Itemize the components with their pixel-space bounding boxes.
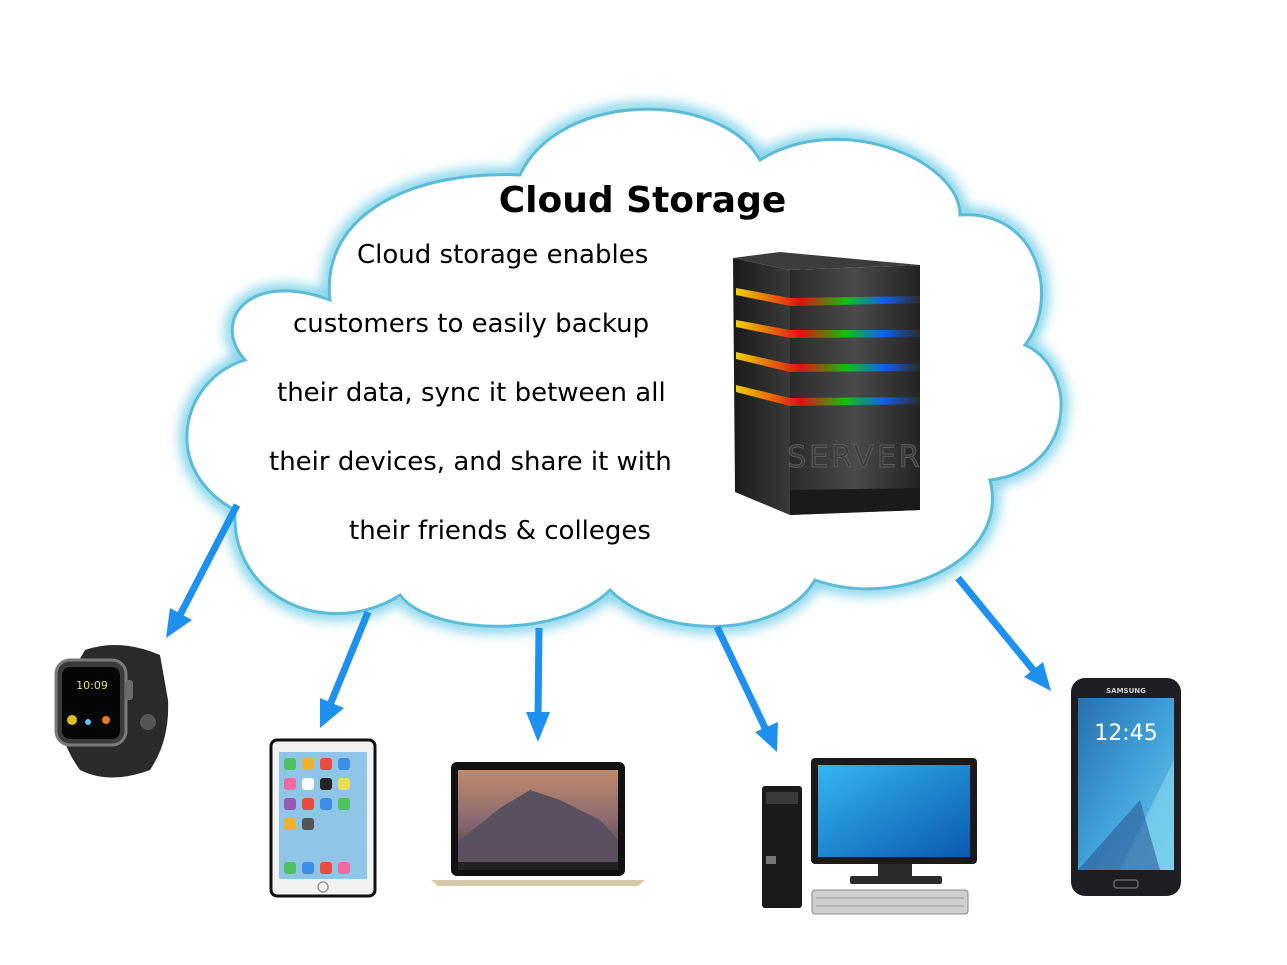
cloud-text-line: their friends & colleges (349, 516, 651, 546)
phone-brand: SAMSUNG (1106, 687, 1146, 695)
arrow-to-phone (955, 575, 1051, 691)
smartwatch-icon: 10:09 (54, 645, 169, 778)
server-label: SERVER (787, 440, 923, 475)
server-icon: SERVER (733, 252, 923, 515)
phone-time: 12:45 (1094, 721, 1157, 746)
desktop-computer-icon (762, 758, 977, 915)
server-led-strips (736, 288, 920, 406)
cloud-text-line: their devices, and share it with (269, 447, 672, 477)
arrow-to-watch (166, 503, 241, 638)
cloud-title: Cloud Storage (498, 180, 787, 221)
cloud-text-line: Cloud storage enables (357, 240, 649, 270)
tablet-app-grid (284, 758, 350, 874)
watch-time: 10:09 (76, 679, 108, 692)
cloud-text-line: their data, sync it between all (277, 378, 666, 408)
laptop-icon (431, 762, 645, 886)
arrow-to-desktop (713, 625, 778, 752)
arrow-to-tablet (320, 610, 372, 728)
tablet-icon (269, 738, 377, 898)
cloud-text-line: customers to easily backup (293, 309, 650, 339)
smartphone-icon: SAMSUNG 12:45 (1071, 678, 1181, 896)
arrows (166, 503, 1051, 752)
arrow-to-laptop (526, 627, 550, 742)
